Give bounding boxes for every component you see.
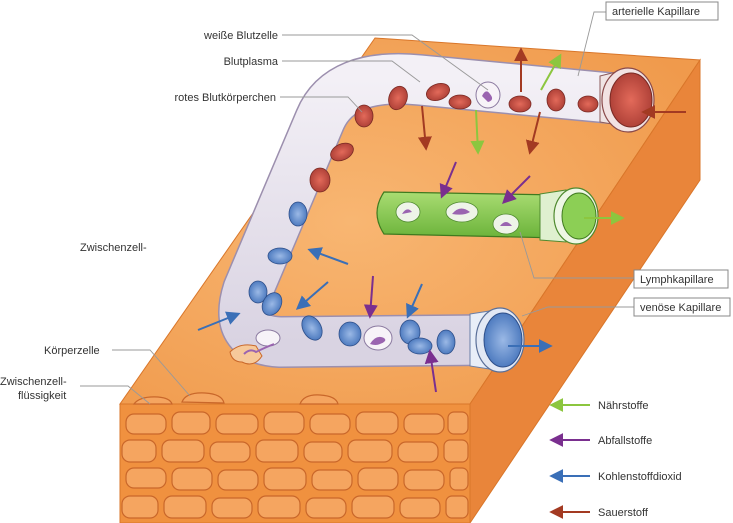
label-arterial-capillary: arterielle Kapillare bbox=[605, 1, 719, 21]
body-cell-top-1 bbox=[181, 392, 225, 404]
red-blood-cells bbox=[309, 83, 599, 193]
nutrient-arrow bbox=[470, 109, 485, 155]
svg-text:venöse Kapillare: venöse Kapillare bbox=[640, 302, 721, 314]
label-white-blood-cell: weiße Blutzelle bbox=[203, 30, 278, 42]
labels: weiße Blutzelle Blutplasma rotes Blutkör… bbox=[0, 30, 279, 402]
leader-lines bbox=[80, 11, 634, 405]
co2-arrow bbox=[295, 281, 329, 310]
co2-arrow bbox=[406, 283, 423, 319]
legend-item-waste: Abfallstoffe bbox=[549, 433, 652, 447]
svg-text:Sauerstoff: Sauerstoff bbox=[598, 507, 649, 519]
white-blood-cells bbox=[255, 81, 501, 351]
waste-arrow bbox=[363, 275, 378, 319]
legend-item-co2: Kohlenstoffdioxid bbox=[549, 469, 682, 483]
oxygen-arrow bbox=[525, 111, 541, 155]
svg-text:Kohlenstoffdioxid: Kohlenstoffdioxid bbox=[598, 471, 682, 483]
waste-arrow bbox=[424, 349, 439, 393]
svg-text:Nährstoffe: Nährstoffe bbox=[598, 400, 649, 412]
svg-text:arterielle Kapillare: arterielle Kapillare bbox=[612, 6, 700, 18]
arterial-capillary-end bbox=[599, 67, 655, 133]
waste-arrow bbox=[439, 161, 457, 199]
body-cell-top-2 bbox=[299, 394, 339, 405]
body-cell-left bbox=[229, 343, 275, 365]
legend-item-oxygen: Sauerstoff bbox=[549, 505, 649, 519]
exchange-arrows bbox=[197, 47, 686, 393]
oxygen-arrow bbox=[417, 105, 432, 151]
label-interstitial-fluid-2: flüssigkeit bbox=[18, 390, 66, 402]
nutrient-arrow bbox=[540, 53, 562, 91]
label-body-cell: Körperzelle bbox=[44, 345, 100, 357]
svg-text:Abfallstoffe: Abfallstoffe bbox=[598, 435, 652, 447]
waste-arrow bbox=[502, 175, 531, 204]
svg-text:Lymphkapillare: Lymphkapillare bbox=[640, 274, 714, 286]
body-cell-grid bbox=[121, 411, 469, 519]
venous-capillary-end bbox=[469, 307, 525, 373]
co2-arrow bbox=[197, 311, 241, 331]
label-interstitial-fluid-1: Zwischenzell- bbox=[0, 376, 67, 388]
label-interstitial-cut: Zwischenzell- bbox=[80, 242, 147, 254]
legend-item-nutrients: Nährstoffe bbox=[549, 398, 649, 412]
blue-blood-cells bbox=[248, 201, 456, 355]
legend: Nährstoffe Abfallstoffe Kohlenstoffdioxi… bbox=[549, 398, 682, 519]
co2-arrow bbox=[307, 247, 349, 265]
label-venous-capillary: venöse Kapillare bbox=[633, 297, 731, 317]
label-red-blood-cell: rotes Blutkörperchen bbox=[175, 92, 277, 104]
label-blood-plasma: Blutplasma bbox=[224, 56, 279, 68]
label-lymph-capillary: Lymphkapillare bbox=[633, 269, 729, 289]
